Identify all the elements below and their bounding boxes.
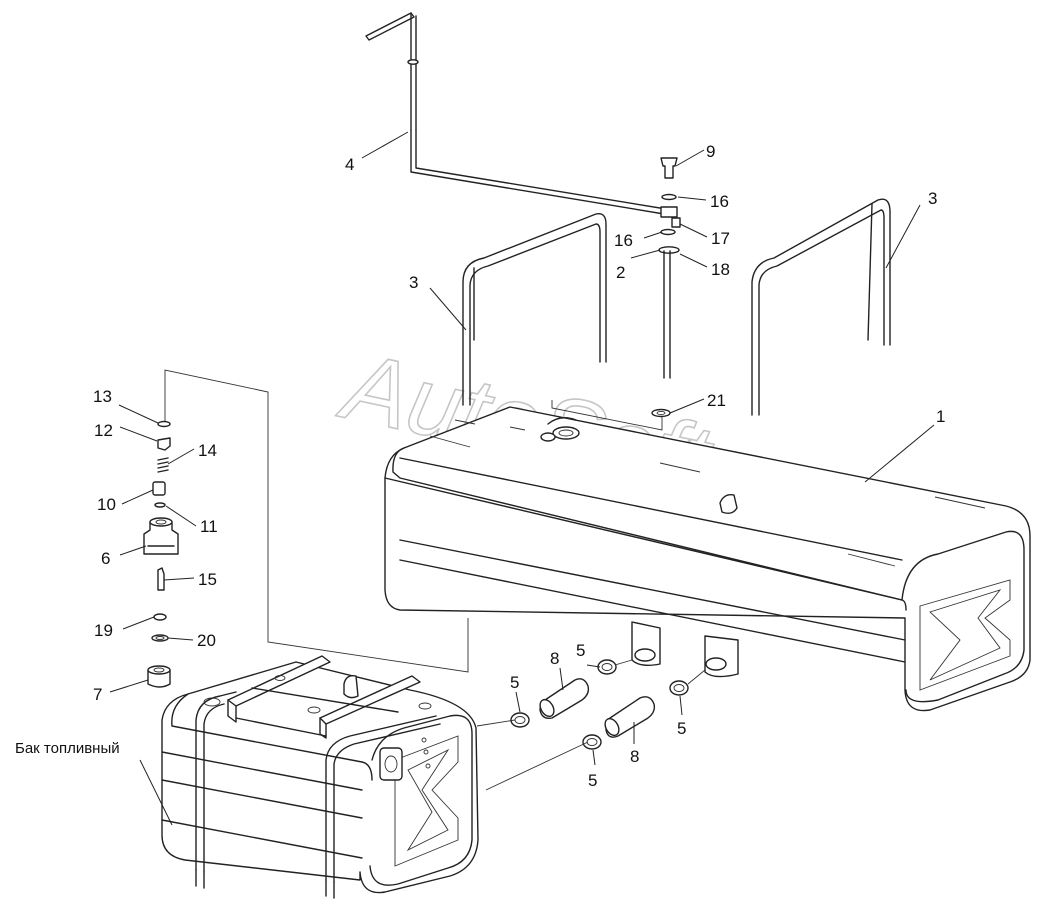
callout-5-a: 5: [510, 673, 519, 692]
filler-valve-subassembly: [143, 420, 179, 688]
fuel-tank-caption: Бак топливный: [15, 740, 120, 757]
callout-18: 18: [711, 260, 730, 279]
callout-7: 7: [93, 685, 102, 704]
callout-17: 17: [711, 229, 730, 248]
callout-8-a: 8: [550, 649, 559, 668]
callout-11: 11: [200, 517, 218, 536]
assembly-guide-lines: [164, 369, 663, 673]
callout-16-b: 16: [614, 231, 633, 250]
callout-20: 20: [197, 631, 216, 650]
fitting-stack: [651, 157, 681, 418]
hose-and-clamp-set: [476, 659, 706, 791]
fuel-tank-assembly: [161, 655, 479, 899]
vent-pipe-part-4: [365, 12, 667, 215]
strap-part-3-left: [462, 213, 607, 406]
callout-4: 4: [345, 155, 354, 174]
callout-13: 13: [93, 387, 112, 406]
callout-8-b: 8: [630, 747, 639, 766]
callout-3-left: 3: [409, 273, 418, 292]
callout-1: 1: [936, 407, 945, 426]
callout-15: 15: [198, 570, 217, 589]
callout-2: 2: [616, 263, 625, 282]
callout-10: 10: [97, 495, 116, 514]
callout-21: 21: [707, 391, 726, 410]
callout-leader-lines: [109, 131, 935, 826]
callout-labels: 1 2 3 3 4 5 5 5 5 6 7 8 8 9 10 11 12 13 …: [15, 142, 945, 790]
callout-12: 12: [94, 421, 113, 440]
callout-5-b: 5: [576, 641, 585, 660]
callout-5-c: 5: [677, 719, 686, 738]
callout-19: 19: [94, 621, 113, 640]
strap-part-3-right: [751, 198, 891, 416]
callout-3-right: 3: [928, 189, 937, 208]
callout-6: 6: [101, 549, 110, 568]
main-tank-part-1: [384, 406, 1031, 712]
callout-5-d: 5: [588, 771, 597, 790]
callout-16-a: 16: [710, 192, 729, 211]
callout-14: 14: [198, 441, 217, 460]
callout-9: 9: [706, 142, 715, 161]
